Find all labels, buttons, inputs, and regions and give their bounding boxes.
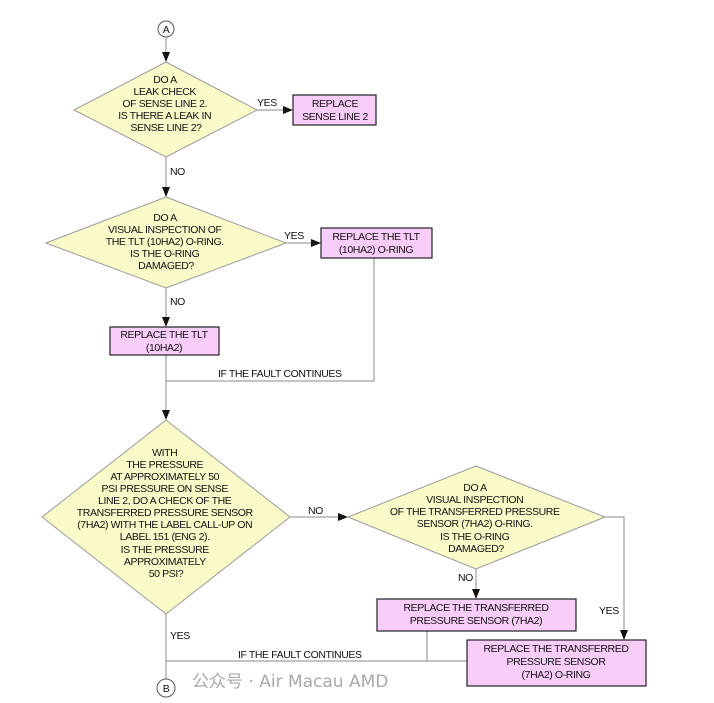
- decision-text: DO A VISUAL INSPECTION OF THE TRANSFERRE…: [390, 482, 562, 555]
- fault-continues-label: IF THE FAULT CONTINUES: [238, 649, 362, 661]
- decision-text: DO A LEAK CHECK OF SENSE LINE 2. IS THER…: [118, 74, 214, 134]
- decision-leak-check: DO A LEAK CHECK OF SENSE LINE 2. IS THER…: [72, 61, 259, 158]
- no-label: NO: [308, 505, 323, 517]
- action-replace-tlt: REPLACE THE TLT(10HA2): [109, 326, 220, 356]
- svg-text:B: B: [163, 683, 170, 695]
- no-label: NO: [458, 572, 473, 584]
- svg-text:REPLACE THE TLT(10HA2): REPLACE THE TLT(10HA2): [120, 329, 208, 354]
- arrow-d4-yes: [605, 516, 628, 640]
- decision-sensor-oring: DO A VISUAL INSPECTION OF THE TRANSFERRE…: [346, 465, 607, 570]
- no-label: NO: [170, 296, 185, 308]
- decision-pressure-check: WITH THE PRESSURE AT APPROXIMATELY 50 PS…: [41, 419, 291, 615]
- yes-label: YES: [257, 97, 277, 109]
- line-fault1: [166, 258, 375, 382]
- decision-text: DO A VISUAL INSPECTION OF THE TLT (10HA2…: [106, 212, 227, 272]
- watermark: 公众号 · Air Macau AMD: [192, 672, 389, 692]
- decision-tlt-oring: DO A VISUAL INSPECTION OF THE TLT (10HA2…: [44, 196, 288, 289]
- svg-text:REPLACE THE TLT(10HA2) O-RING: REPLACE THE TLT(10HA2) O-RING: [332, 231, 420, 256]
- yes-label: YES: [170, 630, 190, 642]
- no-label: NO: [170, 166, 185, 178]
- decision-text: WITH THE PRESSURE AT APPROXIMATELY 50 PS…: [77, 447, 255, 580]
- svg-text:A: A: [163, 24, 170, 36]
- yes-label: YES: [284, 230, 304, 242]
- connector-a: A: [157, 20, 175, 38]
- connector-b: B: [156, 678, 176, 698]
- action-replace-tlt-oring: REPLACE THE TLT(10HA2) O-RING: [320, 227, 433, 259]
- yes-label: YES: [599, 605, 619, 617]
- fault-continues-label: IF THE FAULT CONTINUES: [218, 368, 342, 380]
